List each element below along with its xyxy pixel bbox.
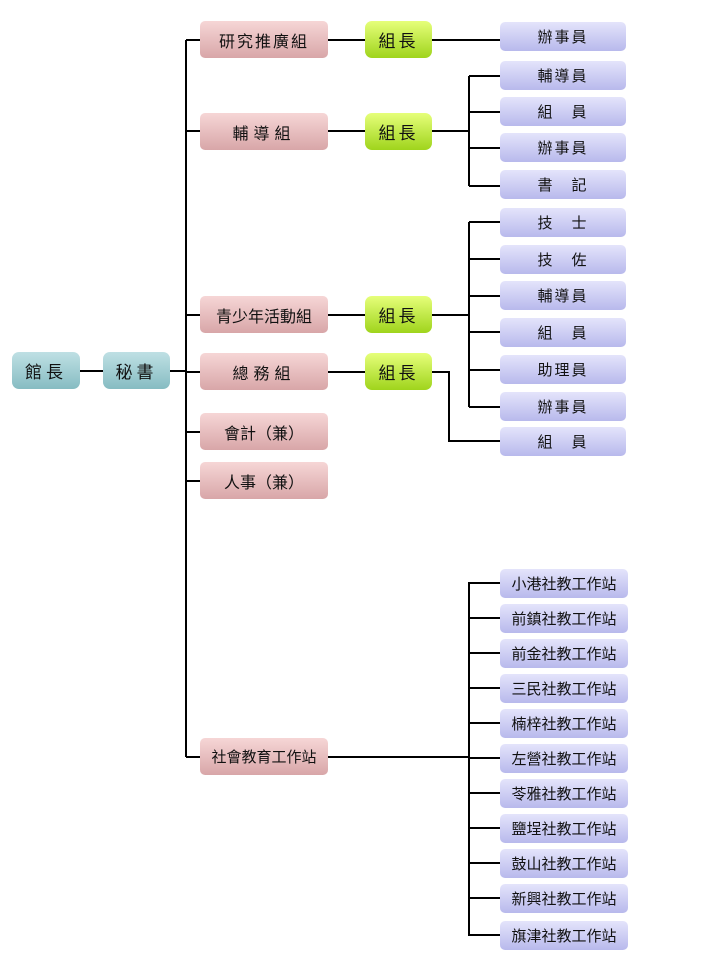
dept-youth: 青少年活動組	[200, 296, 328, 333]
dept-general: 總務組	[200, 353, 328, 390]
staff-youth-5: 助理員	[500, 355, 626, 384]
station-4: 三民社教工作站	[500, 674, 628, 703]
station-1: 小港社教工作站	[500, 569, 628, 598]
secretary-box: 秘書	[103, 352, 170, 389]
director-box: 館長	[12, 352, 80, 389]
dept-counseling: 輔導組	[200, 113, 328, 150]
staff-counseling-1: 輔導員	[500, 61, 626, 90]
staff-counseling-2: 組 員	[500, 97, 626, 126]
staff-youth-3: 輔導員	[500, 281, 626, 310]
station-2: 前鎮社教工作站	[500, 604, 628, 633]
leader-research: 組長	[365, 21, 432, 58]
staff-youth-2: 技 佐	[500, 245, 626, 274]
station-6: 左營社教工作站	[500, 744, 628, 773]
dept-social-education: 社會教育工作站	[200, 738, 328, 775]
station-5: 楠梓社教工作站	[500, 709, 628, 738]
dept-research: 研究推廣組	[200, 21, 328, 58]
station-10: 新興社教工作站	[500, 884, 628, 913]
staff-youth-4: 組 員	[500, 318, 626, 347]
station-8: 鹽埕社教工作站	[500, 814, 628, 843]
station-3: 前金社教工作站	[500, 639, 628, 668]
leader-general: 組長	[365, 353, 432, 390]
dept-personnel: 人事（兼）	[200, 462, 328, 499]
station-11: 旗津社教工作站	[500, 921, 628, 950]
connector-general-staff	[432, 371, 500, 442]
staff-counseling-4: 書 記	[500, 170, 626, 199]
staff-research-1: 辦事員	[500, 22, 626, 51]
staff-general-1: 組 員	[500, 427, 626, 456]
leader-youth: 組長	[365, 296, 432, 333]
station-7: 苓雅社教工作站	[500, 779, 628, 808]
staff-counseling-3: 辦事員	[500, 133, 626, 162]
leader-counseling: 組長	[365, 113, 432, 150]
staff-youth-1: 技 士	[500, 208, 626, 237]
dept-accounting: 會計（兼）	[200, 413, 328, 450]
station-9: 鼓山社教工作站	[500, 849, 628, 878]
staff-youth-6: 辦事員	[500, 392, 626, 421]
